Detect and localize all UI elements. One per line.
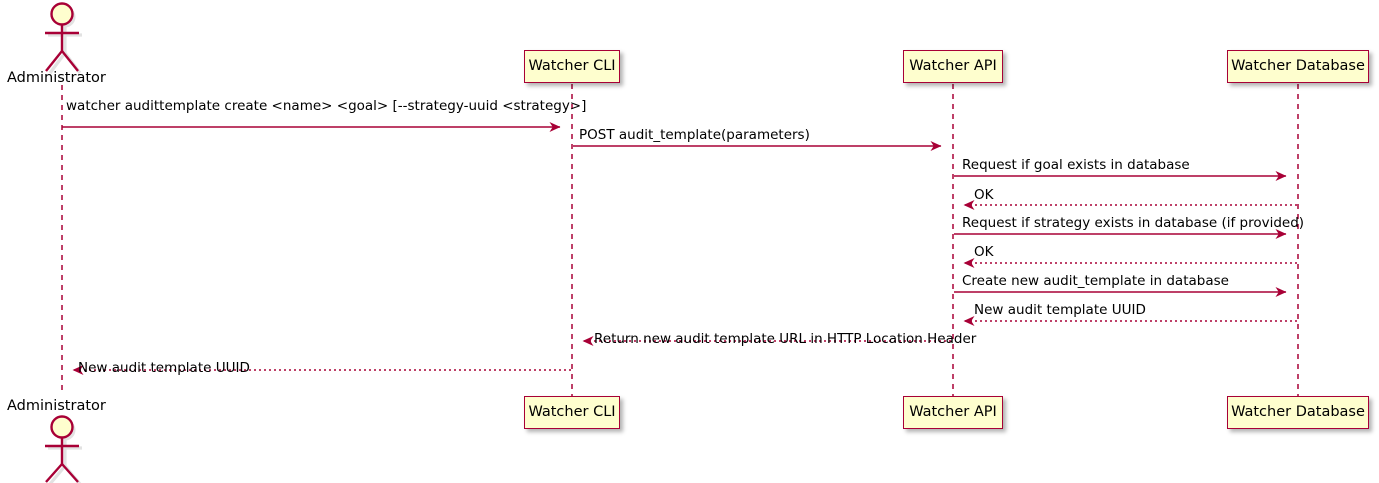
participant-box-watcher-database-bottom[interactable]: Watcher Database bbox=[1227, 396, 1369, 429]
participant-box-watcher-api-bottom[interactable]: Watcher API bbox=[903, 396, 1003, 429]
participant-label: Watcher API bbox=[909, 404, 997, 421]
participant-label-administrator-top: Administrator bbox=[7, 70, 106, 86]
message-label-4: OK bbox=[974, 187, 994, 203]
message-label-2: POST audit_template(parameters) bbox=[579, 127, 810, 143]
participant-label: Watcher API bbox=[909, 58, 997, 75]
message-label-7: Create new audit_template in database bbox=[962, 273, 1229, 289]
actor-head-icon bbox=[50, 415, 74, 439]
participant-box-watcher-cli-bottom[interactable]: Watcher CLI bbox=[524, 396, 620, 429]
lifelines bbox=[61, 84, 1299, 396]
message-label-6: OK bbox=[974, 244, 994, 260]
message-label-1: watcher audittemplate create <name> <goa… bbox=[66, 98, 587, 114]
actor-administrator-top bbox=[45, 2, 82, 74]
message-label-10: New audit template UUID bbox=[78, 360, 250, 376]
participant-box-watcher-api-top[interactable]: Watcher API bbox=[903, 50, 1003, 83]
message-arrows bbox=[62, 122, 1297, 375]
message-label-5: Request if strategy exists in database (… bbox=[962, 215, 1305, 231]
participant-label: Watcher CLI bbox=[528, 404, 616, 421]
actor-administrator-bottom bbox=[45, 415, 82, 483]
participant-label-administrator-bottom: Administrator bbox=[7, 398, 106, 414]
participant-box-watcher-database-top[interactable]: Watcher Database bbox=[1227, 50, 1369, 83]
participant-label: Watcher Database bbox=[1231, 404, 1365, 421]
participant-label: Watcher CLI bbox=[528, 58, 616, 75]
message-label-9: Return new audit template URL in HTTP Lo… bbox=[594, 331, 977, 347]
actor-head-icon bbox=[50, 2, 74, 26]
participant-label: Watcher Database bbox=[1231, 58, 1365, 75]
participant-box-watcher-cli-top[interactable]: Watcher CLI bbox=[524, 50, 620, 83]
message-label-8: New audit template UUID bbox=[974, 302, 1146, 318]
message-label-3: Request if goal exists in database bbox=[962, 157, 1190, 173]
